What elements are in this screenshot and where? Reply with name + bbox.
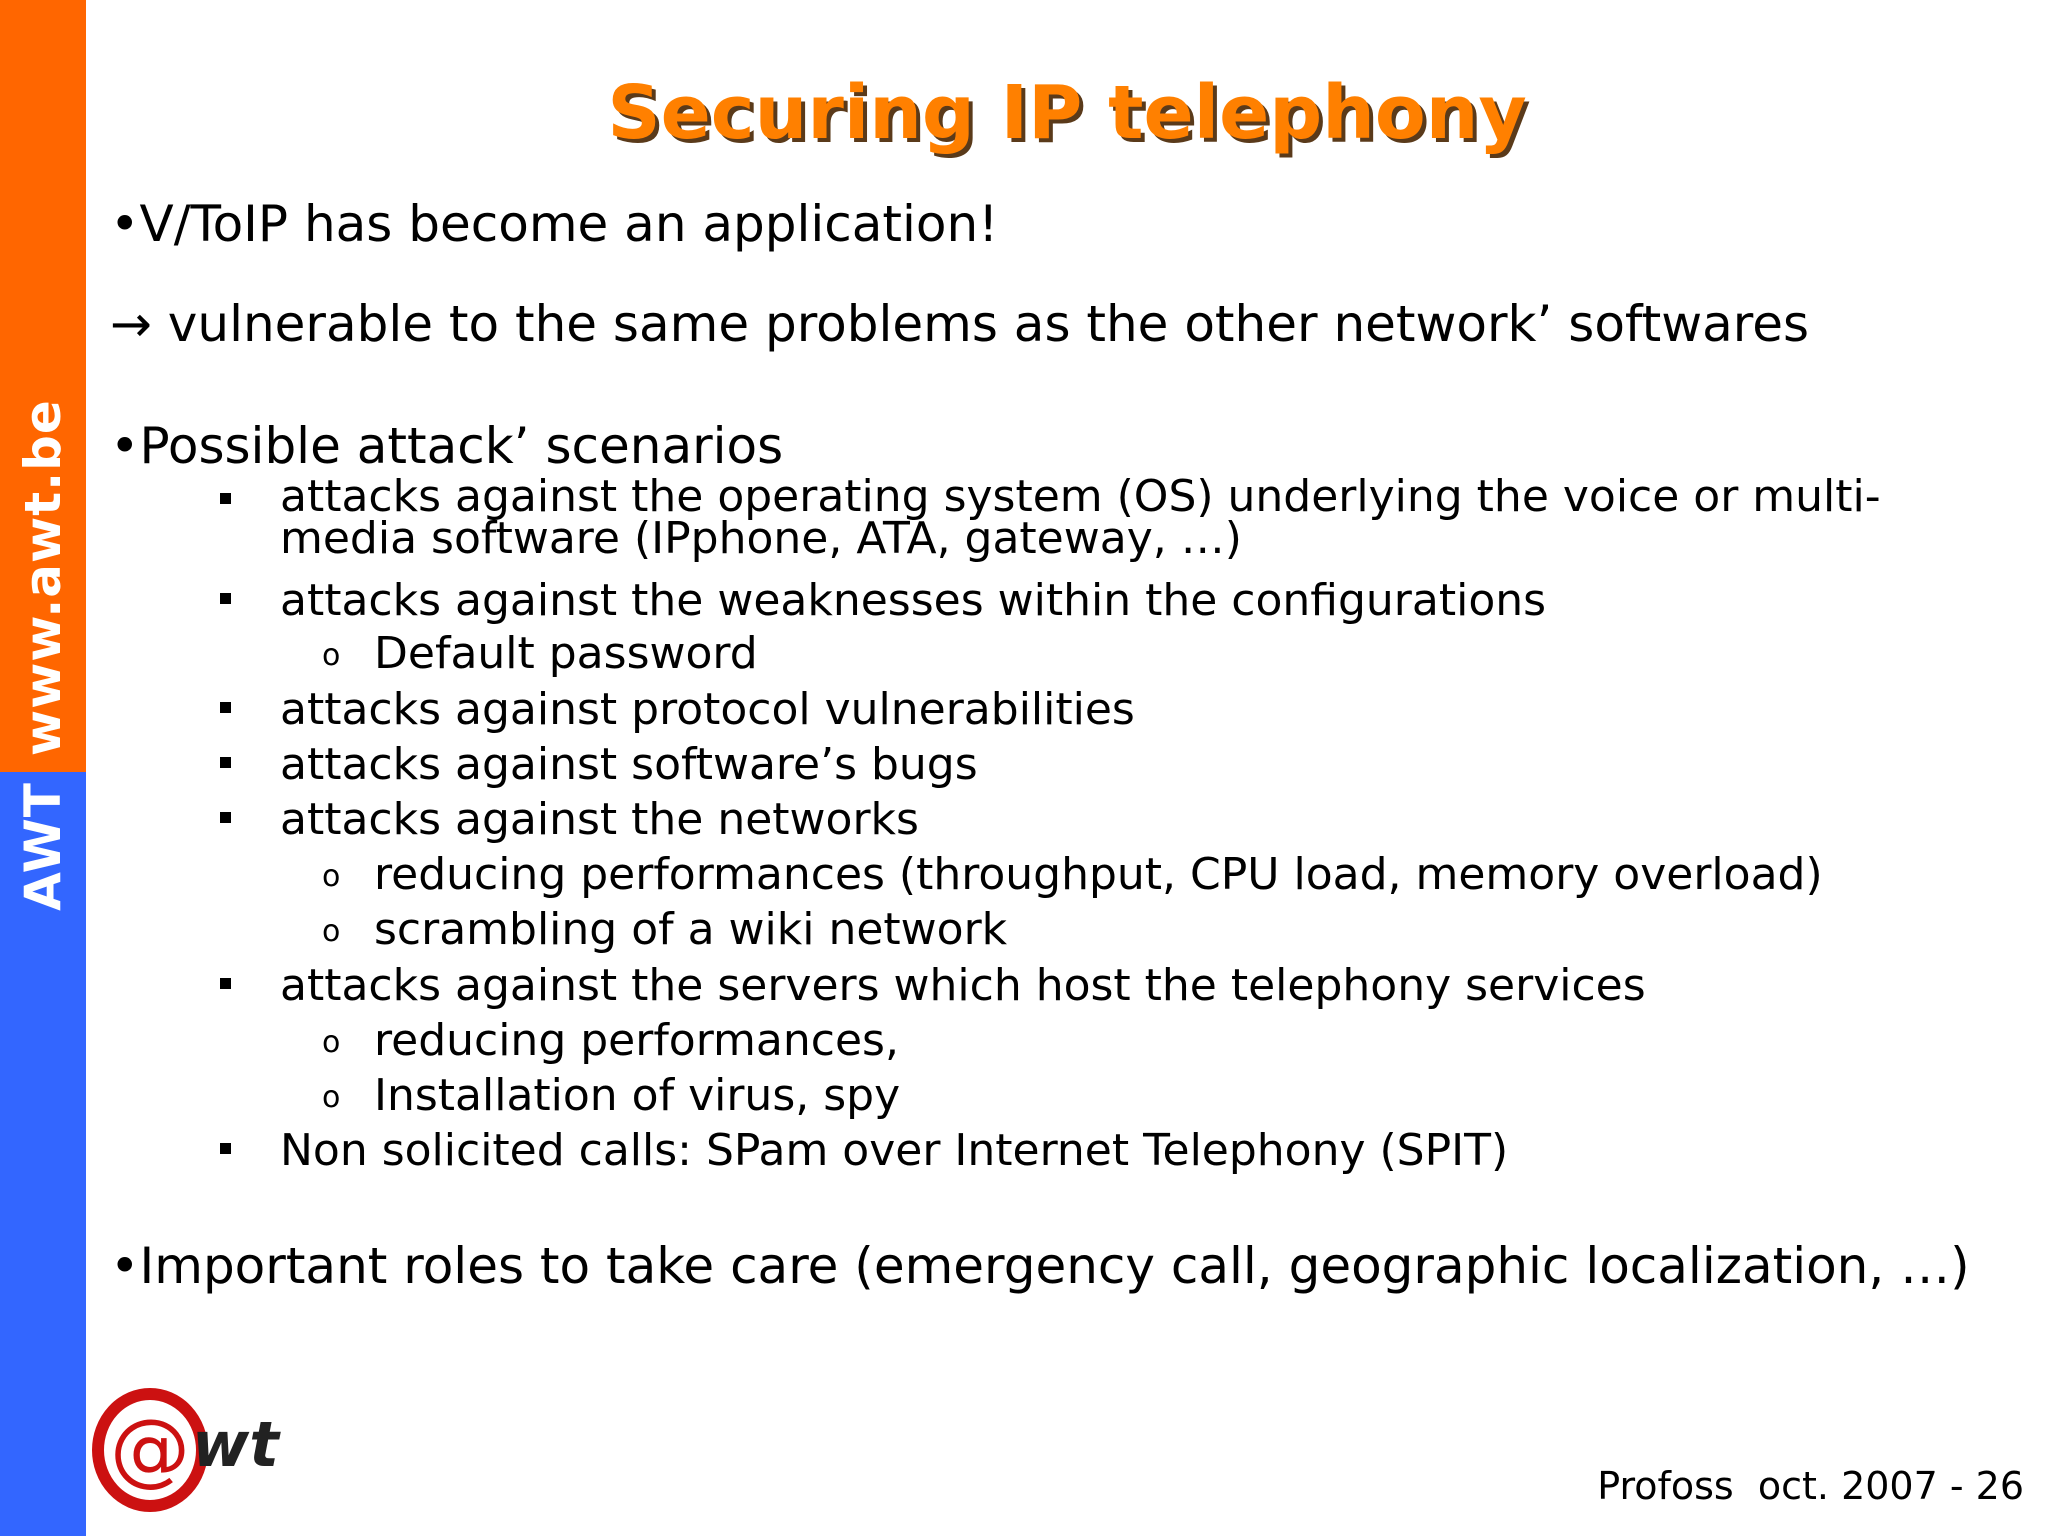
circle-bullet-icon: o [322,638,341,673]
square-bullet-icon [220,978,231,989]
sub-list-item: scrambling of a wiki network [374,904,1008,955]
circle-bullet-icon: o [322,859,341,894]
side-band-orange [0,0,86,772]
circle-bullet-icon: o [322,1025,341,1060]
square-bullet-icon [220,593,231,604]
list-item: attacks against the networks [280,794,919,845]
logo-text: wt [192,1408,281,1481]
list-item: attacks against the servers which host t… [280,960,1646,1011]
square-bullet-icon [220,493,231,504]
consequence-line: → vulnerable to the same problems as the… [110,295,1810,353]
circle-bullet-icon: o [322,914,341,949]
list-item-line: attacks against the operating system (OS… [280,471,1881,522]
list-item: Non solicited calls: SPam over Internet … [280,1125,1509,1176]
list-item: attacks against protocol vulnerabilities [280,684,1135,735]
side-band-label: AWT www.awt.be [14,399,72,911]
intro-bullet: •V/ToIP has become an application! [110,195,999,253]
side-band-blue [0,772,86,1536]
side-band: AWT www.awt.be [0,0,86,1536]
square-bullet-icon [220,1143,231,1154]
sub-list-item: reducing performances (throughput, CPU l… [374,849,1823,900]
square-bullet-icon [220,812,231,823]
circle-bullet-icon: o [322,1080,341,1115]
list-item: attacks against the weaknesses within th… [280,575,1547,626]
sub-list-item: Default password [374,628,758,679]
closing-bullet: •Important roles to take care (emergency… [110,1237,1970,1295]
list-item: attacks against the operating system (OS… [280,475,1881,561]
side-band-brand: AWT [14,782,72,911]
list-item-line: media software (IPphone, ATA, gateway, …… [280,513,1242,564]
scenarios-heading: •Possible attack’ scenarios [110,417,784,475]
sub-list-item: Installation of virus, spy [374,1070,901,1121]
sub-list-item: reducing performances, [374,1015,899,1066]
logo-at: @ [110,1402,190,1495]
list-item: attacks against software’s bugs [280,739,978,790]
side-band-url: www.awt.be [14,399,72,757]
awt-logo-icon: @ wt [92,1388,281,1512]
slide-title: Securing IP telephony [607,70,1527,156]
square-bullet-icon [220,757,231,768]
square-bullet-icon [220,702,231,713]
slide-footer: Profoss oct. 2007 - 26 [1597,1464,2024,1508]
